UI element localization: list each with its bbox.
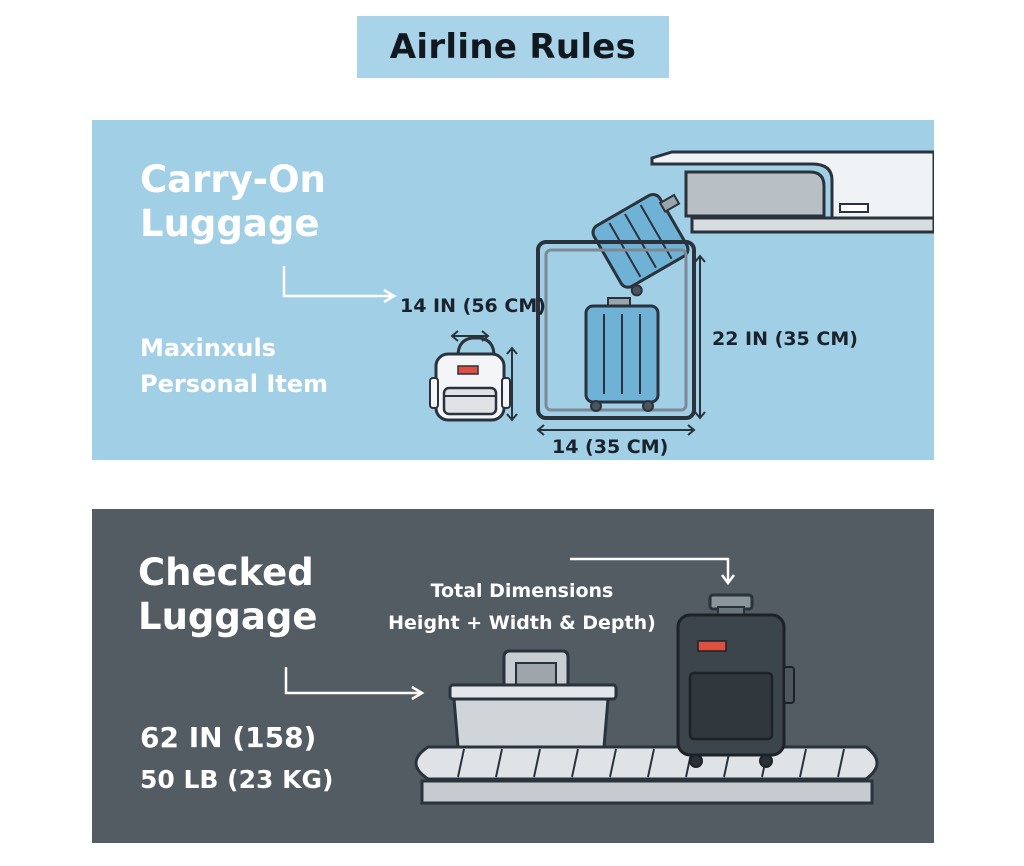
- carry-on-depth-label: 14 (35 CM): [552, 436, 669, 458]
- page-title: Airline Rules: [389, 27, 637, 67]
- title-box: Airline Rules: [357, 16, 669, 78]
- backpack-height-arrow: [506, 346, 518, 422]
- carry-on-heading-line1: Carry-On: [140, 158, 326, 201]
- carry-on-width-label: 14 IN (56 CM): [400, 295, 546, 317]
- backpack-icon: [429, 336, 511, 422]
- personal-item-line1: Maxinxuls: [140, 334, 276, 362]
- checked-suitcase-icon: [676, 593, 795, 768]
- total-dimensions-line1: Total Dimensions: [430, 580, 614, 602]
- carry-on-suitcase-icon: [584, 297, 660, 412]
- overhead-bin-icon: [650, 150, 934, 234]
- checked-heading-line2: Luggage: [138, 595, 318, 638]
- total-dimensions-label: Total Dimensions Height + Width & Depth): [382, 575, 662, 639]
- checked-weight-value: 50 LB (23 KG): [140, 765, 334, 794]
- checked-size-value: 62 IN (158): [140, 721, 317, 754]
- carry-on-pointer-arrow: [282, 266, 397, 304]
- checked-illustration: [284, 557, 879, 805]
- checked-pointer-arrow: [284, 667, 425, 701]
- checked-heading-line1: Checked: [138, 551, 314, 594]
- personal-item-line2: Personal Item: [140, 370, 329, 398]
- checked-heading: Checked Luggage: [138, 551, 317, 639]
- carry-on-heading: Carry-On Luggage: [140, 158, 326, 246]
- dimensions-pointer-arrow: [570, 557, 735, 586]
- checked-panel: Checked Luggage Total Dimensions Height …: [92, 509, 934, 843]
- checked-box-icon: [448, 649, 618, 749]
- backpack-width-arrow: [450, 330, 490, 342]
- carry-on-heading-line2: Luggage: [140, 202, 320, 245]
- carry-on-illustration: [282, 150, 934, 436]
- personal-item-label: Maxinxuls Personal Item: [140, 330, 328, 402]
- checked-stats: 62 IN (158) 50 LB (23 KG): [140, 717, 333, 801]
- carry-on-height-label: 22 IN (35 CM): [712, 328, 858, 350]
- frame-height-arrow: [694, 254, 706, 420]
- sizer-frame: [536, 240, 696, 420]
- total-dimensions-line2: Height + Width & Depth): [388, 612, 656, 634]
- carry-on-panel: Carry-On Luggage Maxinxuls Personal Item: [92, 120, 934, 460]
- conveyor-belt-icon: [414, 745, 879, 805]
- frame-width-arrow: [536, 424, 696, 436]
